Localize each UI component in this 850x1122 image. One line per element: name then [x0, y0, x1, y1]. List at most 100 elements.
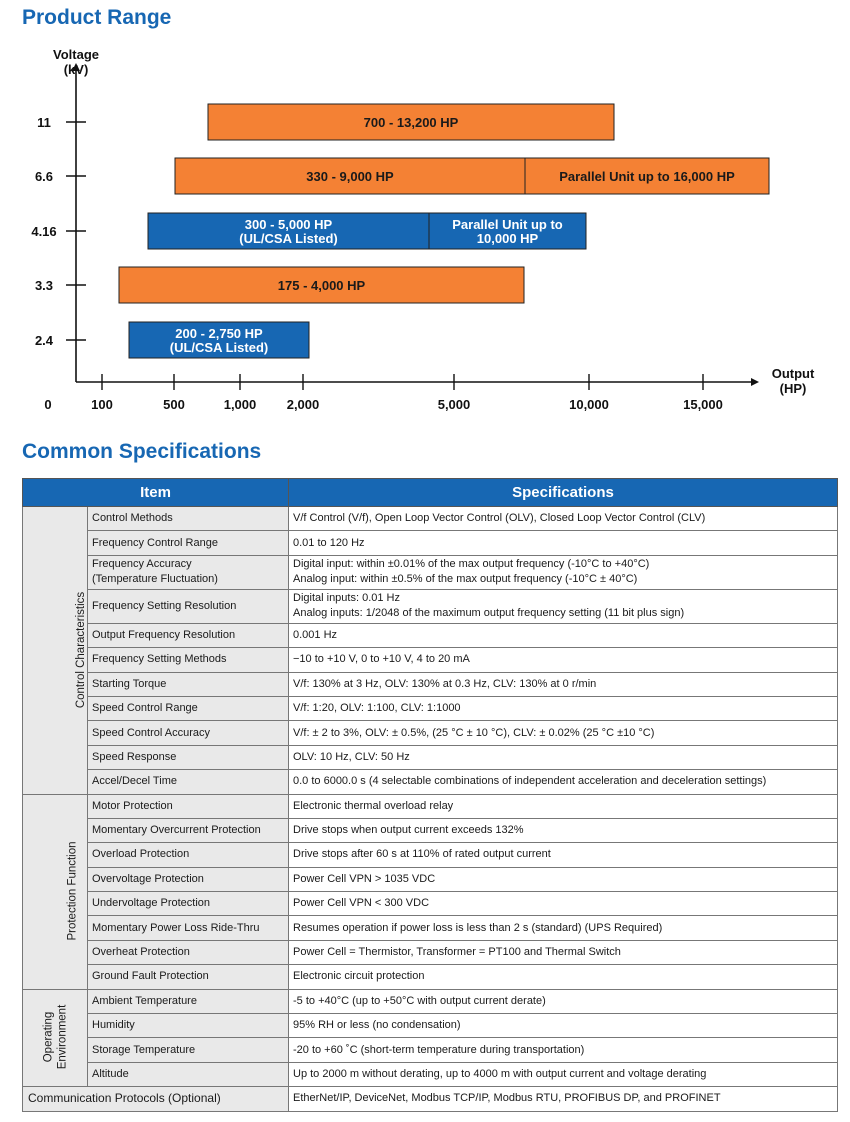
- spec-cell: V/f: ± 2 to 3%, OLV: ± 0.5%, (25 °C ± 10…: [288, 720, 838, 746]
- item-label: Frequency Accuracy: [92, 558, 192, 571]
- spec-cell: V/f: 130% at 3 Hz, OLV: 130% at 0.3 Hz, …: [288, 671, 838, 697]
- item-label: Output Frequency Resolution: [92, 628, 236, 641]
- spec-cell: Power Cell VPN < 300 VDC: [288, 891, 838, 917]
- x-tick-label: 500: [163, 397, 185, 412]
- item-label: Momentary Power Loss Ride-Thru: [92, 921, 260, 934]
- item-cell: Accel/Decel Time: [87, 769, 289, 795]
- item-cell: Overheat Protection: [87, 939, 289, 966]
- spec-value: V/f Control (V/f), Open Loop Vector Cont…: [293, 512, 706, 525]
- product-range-title: Product Range: [22, 6, 172, 29]
- x-tick-label: 5,000: [438, 397, 471, 412]
- x-tick-label: 1,000: [224, 397, 257, 412]
- spec-value: V/f: 130% at 3 Hz, OLV: 130% at 0.3 Hz, …: [293, 677, 597, 690]
- item-cell: Humidity: [87, 1013, 289, 1039]
- bar-label: 700 - 13,200 HP: [364, 115, 459, 130]
- spec-value: −10 to +10 V, 0 to +10 V, 4 to 20 mA: [293, 653, 470, 666]
- table-header-row: Item Specifications: [22, 478, 838, 507]
- spec-value: Analog input: within ±0.5% of the max ou…: [293, 573, 638, 586]
- item-cell: Ground Fault Protection: [87, 964, 289, 990]
- table-row: Humidity 95% RH or less (no condensation): [23, 1013, 838, 1039]
- bar-label: Parallel Unit up to 16,000 HP: [559, 169, 735, 184]
- spec-cell: 0.01 to 120 Hz: [288, 530, 838, 556]
- x-tick-label: 2,000: [287, 397, 320, 412]
- bar-label: (UL/CSA Listed): [239, 231, 337, 246]
- spec-cell: Up to 2000 m without derating, up to 400…: [288, 1061, 838, 1088]
- spec-value: Electronic thermal overload relay: [293, 799, 454, 812]
- spec-value: OLV: 10 Hz, CLV: 50 Hz: [293, 750, 410, 763]
- spec-value: Digital input: within ±0.01% of the max …: [293, 558, 650, 571]
- spec-value: Power Cell = Thermistor, Transformer = P…: [293, 946, 621, 959]
- spec-value: 0.001 Hz: [293, 628, 338, 641]
- spec-value: Drive stops when output current exceeds …: [293, 824, 524, 837]
- group-label-cell: Control Characteristics: [22, 506, 88, 795]
- spec-value: V/f: ± 2 to 3%, OLV: ± 0.5%, (25 °C ± 10…: [293, 726, 655, 739]
- item-label: Momentary Overcurrent Protection: [92, 824, 261, 837]
- item-cell: Control Methods: [87, 505, 289, 532]
- spec-value: 0.0 to 6000.0 s (4 selectable combinatio…: [293, 775, 767, 788]
- spec-cell: 95% RH or less (no condensation): [288, 1013, 838, 1039]
- y-axis-label: (kV): [64, 62, 89, 77]
- spec-value: Digital inputs: 0.01 Hz: [293, 592, 400, 605]
- bar-label: 300 - 5,000 HP: [245, 217, 333, 232]
- item-cell: Motor Protection: [87, 793, 289, 819]
- item-label: Speed Control Range: [92, 702, 198, 715]
- y-tick-label: 2.4: [35, 333, 54, 348]
- group-label: Control Characteristics: [74, 591, 88, 708]
- spec-cell: V/f Control (V/f), Open Loop Vector Cont…: [288, 505, 838, 532]
- spec-cell: Electronic circuit protection: [288, 964, 838, 990]
- table-row: Speed Control Accuracy V/f: ± 2 to 3%, OL…: [23, 720, 838, 746]
- table-row: Frequency Setting Methods −10 to +10 V, 0…: [23, 647, 838, 673]
- bar-label: 330 - 9,000 HP: [306, 169, 394, 184]
- table-row: Frequency Control Range 0.01 to 120 Hz: [23, 530, 838, 556]
- table-row: Overheat Protection Power Cell = Thermist…: [23, 939, 838, 966]
- item-label: Speed Control Accuracy: [92, 726, 211, 739]
- item-cell: Storage Temperature: [87, 1037, 289, 1063]
- spec-cell: −10 to +10 V, 0 to +10 V, 4 to 20 mA: [288, 647, 838, 673]
- spec-value: Resumes operation if power loss is less …: [293, 921, 663, 934]
- spec-value: 95% RH or less (no condensation): [293, 1019, 461, 1032]
- spec-cell: Power Cell = Thermistor, Transformer = P…: [288, 939, 838, 966]
- group-label-line: Control Characteristics: [75, 591, 88, 708]
- group-label-line: Protection Function: [66, 841, 79, 941]
- spec-value: Up to 2000 m without derating, up to 400…: [293, 1068, 707, 1080]
- spec-value: 0.01 to 120 Hz: [293, 536, 365, 549]
- table-row: Accel/Decel Time 0.0 to 6000.0 s (4 selec…: [23, 769, 838, 795]
- spec-cell: 0.0 to 6000.0 s (4 selectable combinatio…: [288, 769, 838, 795]
- item-label: Control Methods: [92, 512, 173, 525]
- item-label: Overload Protection: [92, 848, 190, 861]
- spec-cell: OLV: 10 Hz, CLV: 50 Hz: [288, 744, 838, 771]
- item-cell: Frequency Accuracy(Temperature Fluctuati…: [87, 554, 289, 590]
- spec-cell: -5 to +40°C (up to +50°C with output cur…: [288, 988, 838, 1015]
- item-cell: Momentary Overcurrent Protection: [87, 817, 289, 844]
- spec-cell: Resumes operation if power loss is less …: [288, 915, 838, 941]
- item-label: Humidity: [92, 1019, 135, 1032]
- specifications-table: Item Specifications Control Characterist…: [22, 478, 838, 1112]
- spec-value: -5 to +40°C (up to +50°C with output cur…: [293, 994, 546, 1007]
- item-label: Altitude: [92, 1068, 129, 1080]
- bar-label: Parallel Unit up to: [452, 217, 563, 232]
- bar-label: 10,000 HP: [477, 231, 539, 246]
- item-cell: Frequency Setting Methods: [87, 647, 289, 673]
- item-label: Accel/Decel Time: [92, 775, 177, 788]
- item-cell: Momentary Power Loss Ride-Thru: [87, 915, 289, 941]
- spec-cell: Electronic thermal overload relay: [288, 793, 838, 819]
- item-label: Frequency Control Range: [92, 536, 218, 549]
- spec-cell: 0.001 Hz: [288, 622, 838, 649]
- y-tick-label: 6.6: [35, 169, 53, 184]
- communication-protocols-label: Communication Protocols (Optional): [22, 1086, 289, 1112]
- range-bar: [118, 266, 525, 304]
- item-column-header: Item: [22, 478, 289, 507]
- group-label-line: Operating: [42, 1012, 55, 1063]
- item-label: Motor Protection: [92, 799, 173, 812]
